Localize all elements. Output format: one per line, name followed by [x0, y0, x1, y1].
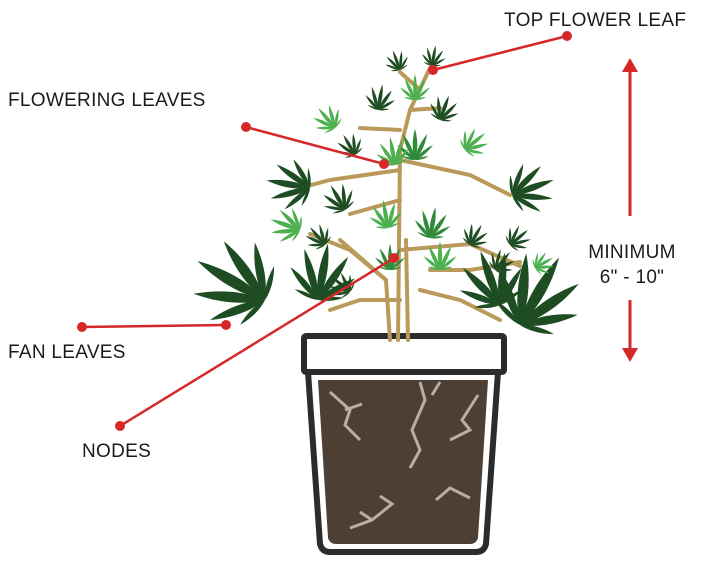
callout-line-top-flower-leaf	[433, 36, 567, 70]
label-minimum: MINIMUM	[572, 240, 692, 265]
callout-dot	[221, 320, 231, 330]
pot	[304, 336, 504, 552]
label-height-range: 6" - 10"	[572, 265, 692, 290]
label-flowering-leaves: FLOWERING LEAVES	[8, 90, 206, 112]
callout-dot	[562, 31, 572, 41]
cannabis-leaf	[306, 98, 348, 139]
callout-line-flowering-leaves	[246, 127, 384, 164]
height-arrow	[622, 58, 638, 362]
callout-dot	[77, 322, 87, 332]
cannabis-leaf	[411, 204, 454, 243]
callout-dot	[241, 122, 251, 132]
label-nodes: NODES	[82, 441, 151, 463]
cannabis-leaf	[501, 155, 563, 221]
label-minimum-height: MINIMUM 6" - 10"	[572, 240, 692, 290]
cannabis-leaf	[500, 219, 537, 257]
cannabis-leaf	[454, 121, 495, 163]
pot-rim	[304, 336, 504, 372]
cannabis-leaf	[362, 82, 398, 114]
callout-dot	[389, 253, 399, 263]
arrow-down-icon	[622, 348, 638, 362]
callout-dot	[428, 65, 438, 75]
cannabis-leaf	[381, 46, 412, 75]
cannabis-leaf	[262, 154, 317, 215]
arrow-up-icon	[622, 58, 638, 72]
label-top-flower-leaf: TOP FLOWER LEAF	[504, 10, 686, 32]
callout-dot	[115, 421, 125, 431]
callout-line-fan-leaves	[82, 325, 226, 327]
cannabis-leaf	[299, 218, 337, 255]
callout-dot	[379, 159, 389, 169]
label-fan-leaves: FAN LEAVES	[8, 342, 126, 364]
